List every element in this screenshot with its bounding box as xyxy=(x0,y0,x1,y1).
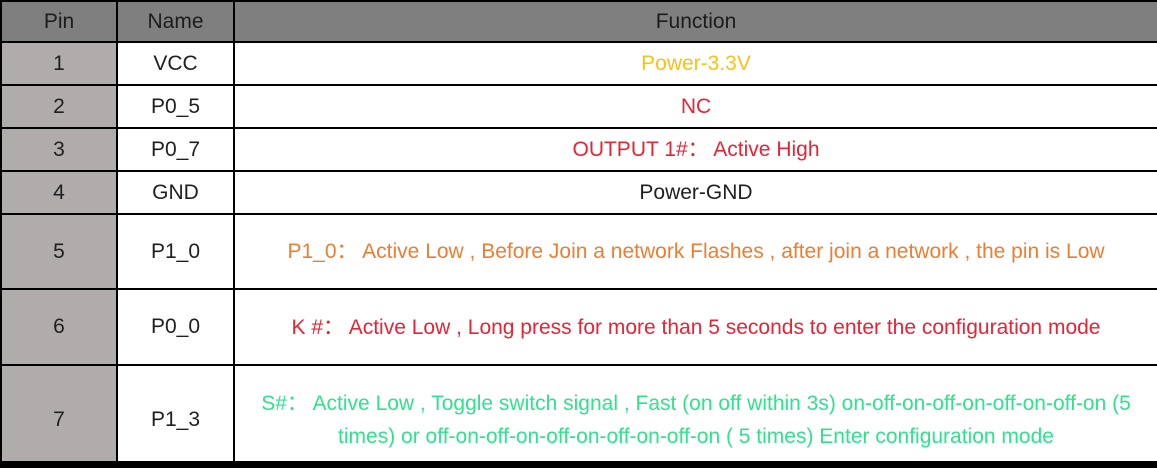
table-row: 5 P1_0 P1_0： Active Low , Before Join a … xyxy=(0,213,1157,290)
pin-cell: 2 xyxy=(0,84,118,129)
name-cell: P1_3 xyxy=(116,364,235,468)
table-row: 3 P0_7 OUTPUT 1#： Active High xyxy=(0,127,1157,172)
function-cell: OUTPUT 1#： Active High xyxy=(233,127,1157,172)
function-cell: K #： Active Low , Long press for more th… xyxy=(233,288,1157,366)
name-cell: VCC xyxy=(116,41,235,86)
header-cell-function: Function xyxy=(233,0,1157,43)
header-cell-pin: Pin xyxy=(0,0,118,43)
function-cell: S#： Active Low , Toggle switch signal , … xyxy=(233,364,1157,468)
bottom-black-bar xyxy=(0,461,1157,468)
pin-cell: 4 xyxy=(0,170,118,215)
function-cell: Power-3.3V xyxy=(233,41,1157,86)
name-cell: P0_5 xyxy=(116,84,235,129)
pin-cell: 7 xyxy=(0,364,118,468)
header-cell-name: Name xyxy=(116,0,235,43)
name-cell: P1_0 xyxy=(116,213,235,290)
pin-cell: 5 xyxy=(0,213,118,290)
table-row: 2 P0_5 NC xyxy=(0,84,1157,129)
table-row: 4 GND Power-GND xyxy=(0,170,1157,215)
pin-cell: 1 xyxy=(0,41,118,86)
table-row: 7 P1_3 S#： Active Low , Toggle switch si… xyxy=(0,364,1157,468)
name-cell: GND xyxy=(116,170,235,215)
function-cell: Power-GND xyxy=(233,170,1157,215)
pin-cell: 6 xyxy=(0,288,118,366)
function-cell: NC xyxy=(233,84,1157,129)
function-cell: P1_0： Active Low , Before Join a network… xyxy=(233,213,1157,290)
table-header-row: Pin Name Function xyxy=(0,0,1157,43)
table-row: 1 VCC Power-3.3V xyxy=(0,41,1157,86)
name-cell: P0_7 xyxy=(116,127,235,172)
table-row: 6 P0_0 K #： Active Low , Long press for … xyxy=(0,288,1157,366)
pin-cell: 3 xyxy=(0,127,118,172)
name-cell: P0_0 xyxy=(116,288,235,366)
